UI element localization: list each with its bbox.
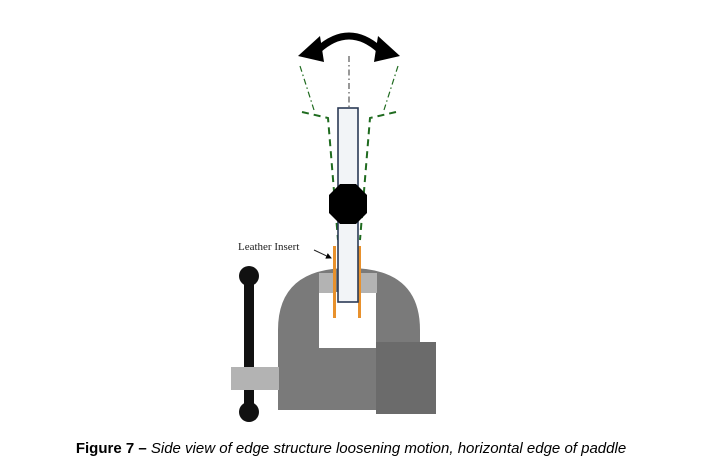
- vise-screw-bar: [231, 367, 279, 390]
- figure-number: Figure 7 –: [75, 440, 147, 457]
- vise-jaw-right: [360, 273, 377, 293]
- pivot-knob-icon: [329, 184, 367, 224]
- rocking-motion-arrow: [298, 32, 400, 62]
- leather-insert-pointer: [313, 249, 332, 259]
- figure-caption: Figure 7 – Side view of edge structure l…: [0, 440, 702, 457]
- vise-handle: [239, 266, 259, 422]
- leather-insert-label: Leather Insert: [238, 241, 299, 253]
- vise-back-block: [376, 342, 436, 414]
- leather-insert-left: [333, 246, 336, 318]
- vise-jaw-left: [319, 273, 336, 293]
- figure-caption-text: Side view of edge structure loosening mo…: [150, 440, 627, 457]
- vise-diagram: Leather Insert: [231, 32, 436, 422]
- vise-body: [278, 268, 420, 410]
- leather-insert-right: [358, 246, 361, 318]
